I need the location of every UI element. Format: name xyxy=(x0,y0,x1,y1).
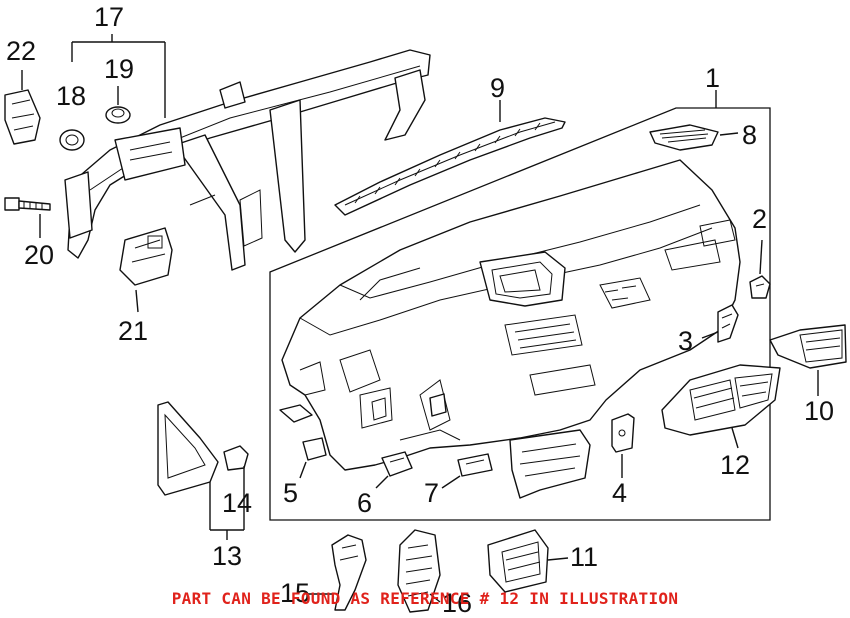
callout-19: 19 xyxy=(104,54,134,84)
part-10-side-vent xyxy=(769,324,847,396)
dashboard-group-frame xyxy=(269,107,771,521)
callout-6: 6 xyxy=(357,488,372,518)
callout-3: 3 xyxy=(678,326,693,356)
part-19-plug xyxy=(105,86,131,124)
callout-2: 2 xyxy=(752,204,767,234)
callout-22: 22 xyxy=(6,36,36,66)
callout-5: 5 xyxy=(283,478,298,508)
part-15-trim xyxy=(331,534,367,611)
callout-12: 12 xyxy=(720,450,750,480)
part-8-grille xyxy=(649,124,739,151)
part-12-centre-vent xyxy=(661,364,781,449)
callout-18: 18 xyxy=(56,81,86,111)
leader-16 xyxy=(429,593,441,603)
part-4-switch xyxy=(611,413,635,478)
callout-15: 15 xyxy=(280,578,310,608)
callout-10: 10 xyxy=(804,396,834,426)
part-2-clip xyxy=(749,239,771,299)
part-17-cross-car-beam xyxy=(64,34,431,271)
callout-11: 11 xyxy=(570,542,598,572)
callout-8: 8 xyxy=(742,120,757,150)
callout-9: 9 xyxy=(490,73,505,103)
part-5-clip xyxy=(279,404,327,479)
part-18-grommet xyxy=(59,129,85,151)
part-11-vent xyxy=(487,529,569,593)
part-20-bolt xyxy=(4,197,51,238)
callout-21: 21 xyxy=(118,316,148,346)
part-7-clip xyxy=(441,453,493,489)
callout-17: 17 xyxy=(94,2,124,32)
dashboard-panel xyxy=(281,159,741,499)
part-13-end-cap xyxy=(157,401,249,540)
callout-7: 7 xyxy=(424,478,439,508)
callout-1: 1 xyxy=(705,63,720,93)
part-reference-notice: PART CAN BE FOUND AS REFERENCE # 12 IN I… xyxy=(171,589,679,608)
part-21-latch xyxy=(119,227,173,313)
callout-16: 16 xyxy=(442,588,472,618)
part-6-clip xyxy=(375,451,413,489)
callout-14: 14 xyxy=(222,488,252,518)
callout-20: 20 xyxy=(24,240,54,270)
part-16-trim xyxy=(397,529,441,613)
callout-4: 4 xyxy=(612,478,627,508)
callout-13: 13 xyxy=(212,541,242,571)
part-9-defroster-strip xyxy=(334,100,566,216)
part-3-bracket xyxy=(701,304,739,343)
part-22-bracket xyxy=(4,70,41,145)
